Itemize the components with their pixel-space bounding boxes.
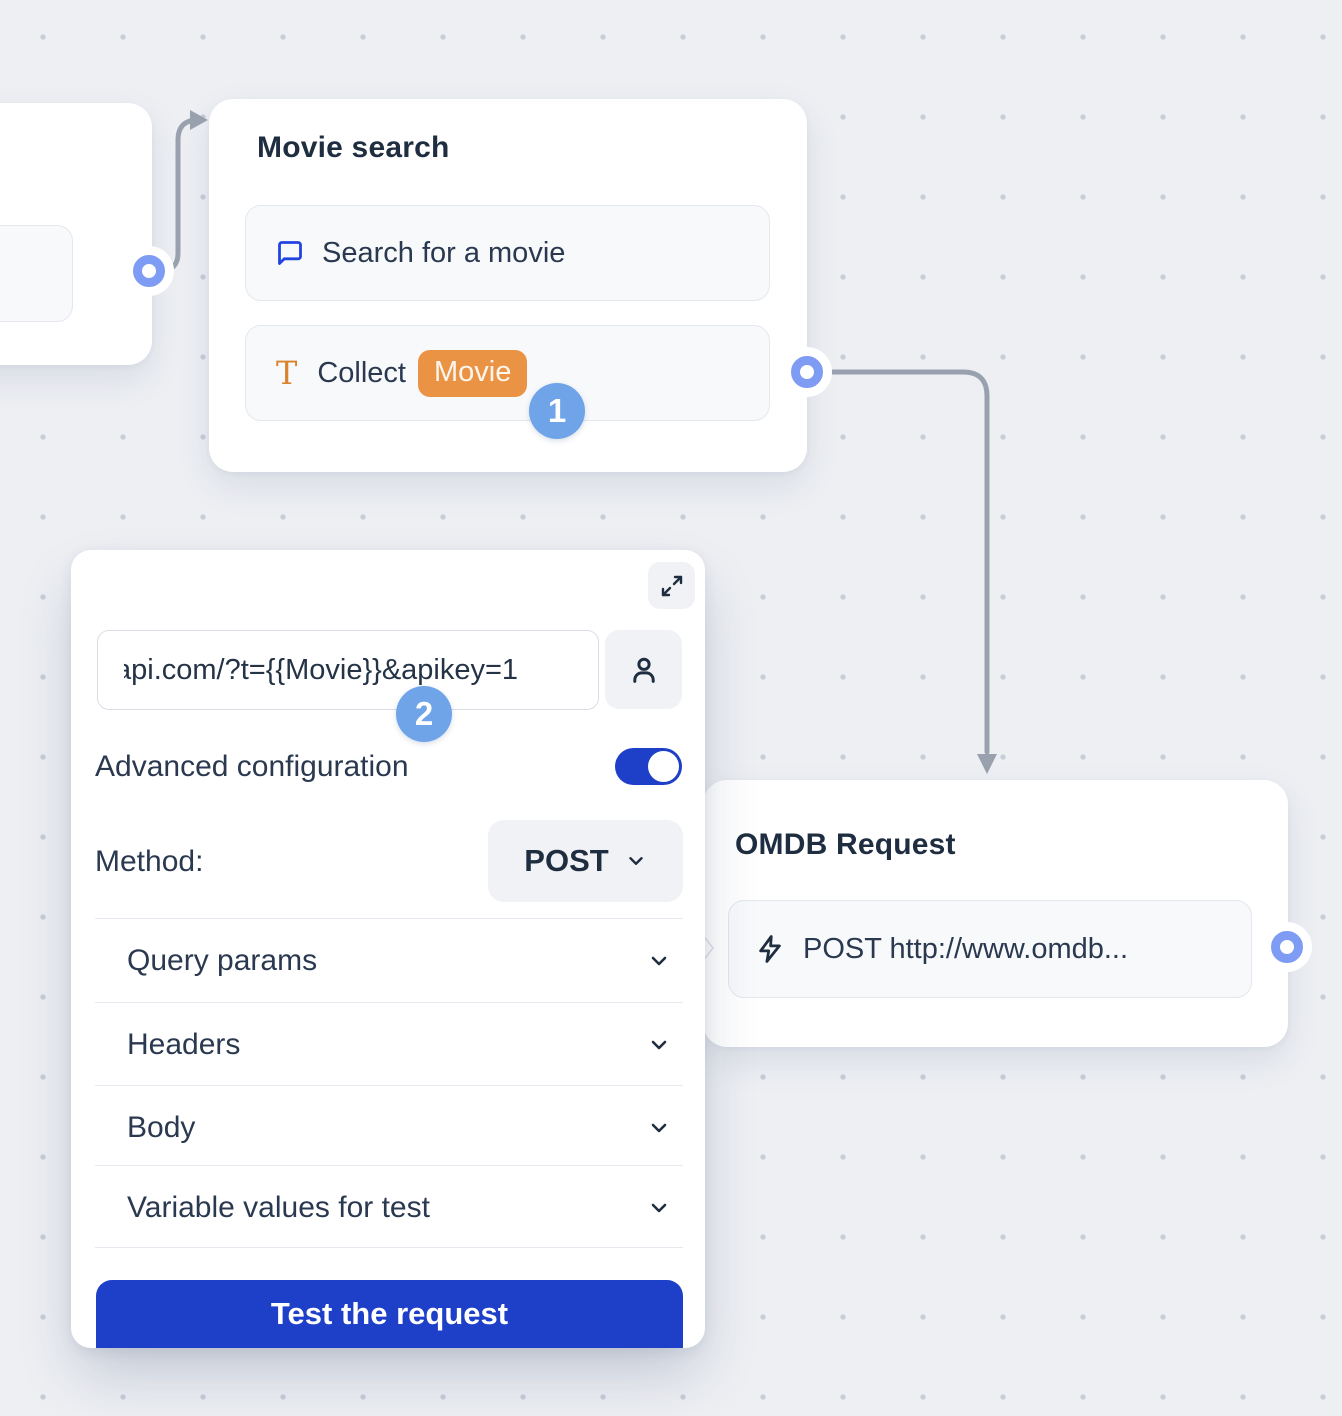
chevron-down-icon <box>651 1123 667 1133</box>
output-port-omdb-request[interactable] <box>1271 931 1303 963</box>
connector-movie-search-to-omdb <box>813 369 990 755</box>
advanced-configuration-label: Advanced configuration <box>95 750 409 783</box>
chat-bubble-icon <box>276 239 304 267</box>
section-label: Query params <box>127 944 318 977</box>
step-badge-1: 1 <box>529 383 585 439</box>
chevron-down-icon <box>651 1040 667 1050</box>
arrowhead-down-icon <box>977 754 997 774</box>
section-label: Variable values for test <box>127 1191 430 1224</box>
section-body[interactable]: Body <box>95 1086 683 1170</box>
test-request-button[interactable]: Test the request <box>96 1280 683 1348</box>
section-query-params[interactable]: Query params <box>95 919 683 1003</box>
text-input-icon: T <box>276 354 298 392</box>
webhook-config-panel[interactable]: Advanced configuration Method: POST Quer… <box>71 550 705 1348</box>
lightning-icon <box>755 934 785 964</box>
method-value: POST <box>524 843 609 878</box>
chevron-down-icon <box>651 1203 667 1213</box>
variable-chip-movie[interactable]: Movie <box>418 349 528 397</box>
person-icon <box>632 657 655 683</box>
node-title: Movie search <box>257 131 450 164</box>
connector-left-to-movie-search <box>149 117 199 274</box>
output-port-partial-node[interactable] <box>133 255 165 287</box>
movie-search-node[interactable]: Movie search Search for a movie T Collec… <box>209 99 807 472</box>
collect-variable-row[interactable]: T Collect Movie <box>245 325 770 421</box>
output-port-movie-search[interactable] <box>791 356 823 388</box>
section-variable-values-for-test[interactable]: Variable values for test <box>95 1166 683 1250</box>
divider <box>95 918 683 919</box>
chevron-down-icon <box>651 956 667 966</box>
divider <box>95 1247 683 1248</box>
divider <box>95 1165 683 1166</box>
omdb-request-node[interactable]: OMDB Request POST http://www.omdb... <box>701 780 1288 1047</box>
section-label: Body <box>127 1111 196 1144</box>
arrowhead-right-icon <box>190 110 208 130</box>
variable-picker-button[interactable] <box>605 630 682 709</box>
partial-node-row[interactable] <box>0 225 73 322</box>
expand-button[interactable] <box>648 562 695 609</box>
divider <box>95 1002 683 1003</box>
expand-icon <box>661 575 682 596</box>
chevron-down-icon <box>629 857 643 865</box>
question-text-label: Search for a movie <box>322 236 566 269</box>
node-title: OMDB Request <box>735 828 956 861</box>
webhook-row-label: POST http://www.omdb... <box>803 932 1129 965</box>
advanced-configuration-toggle[interactable] <box>615 748 682 785</box>
method-label: Method: <box>95 845 204 878</box>
section-headers[interactable]: Headers <box>95 1003 683 1087</box>
toggle-knob <box>648 751 679 782</box>
url-input[interactable] <box>97 630 599 710</box>
partial-node-card[interactable] <box>0 103 152 365</box>
collect-label: Collect <box>317 356 406 389</box>
divider <box>95 1085 683 1086</box>
section-label: Headers <box>127 1028 241 1061</box>
step-badge-2: 2 <box>396 686 452 742</box>
webhook-row[interactable]: POST http://www.omdb... <box>728 900 1252 998</box>
question-text-row[interactable]: Search for a movie <box>245 205 770 301</box>
method-dropdown[interactable]: POST <box>488 820 683 902</box>
